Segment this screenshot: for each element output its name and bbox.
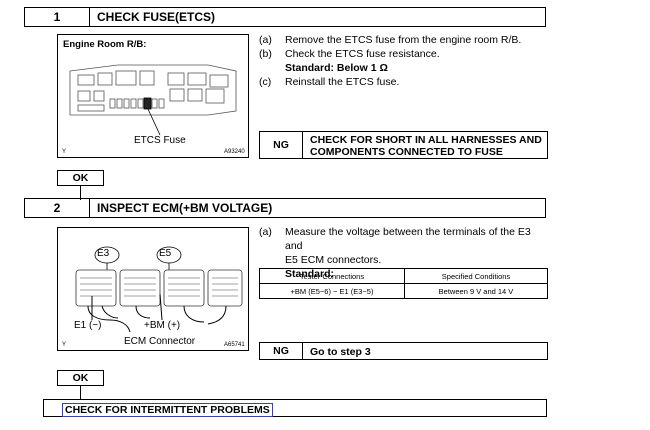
bm-terminal-label: +BM (+) — [144, 320, 181, 331]
ng-action: Go to step 3 — [310, 346, 371, 358]
connector-e3-label: E3 — [97, 248, 110, 259]
instruction-a-cont: E5 ECM connectors. — [285, 254, 382, 266]
step-1-ng-result[interactable]: NG CHECK FOR SHORT IN ALL HARNESSES AND … — [259, 131, 548, 159]
table-row: +BM (E5−6) − E1 (E3−5) Between 9 V and 1… — [259, 283, 548, 299]
step-2-number: 2 — [25, 199, 90, 217]
instruction-b: (b) Check the ETCS fuse resistance. — [259, 48, 440, 60]
flow-connector-1 — [80, 186, 81, 200]
instruction-a: (a) Remove the ETCS fuse from the engine… — [259, 34, 522, 46]
step-2-header: 2 INSPECT ECM(+BM VOLTAGE) — [24, 198, 546, 218]
connector-e5-label: E5 — [159, 248, 172, 259]
column-header: Tester Connections — [259, 268, 405, 284]
ecm-connector-diagram — [75, 246, 243, 333]
figure-y-mark: Y — [62, 342, 67, 348]
final-step-box[interactable]: CHECK FOR INTERMITTENT PROBLEMS — [43, 399, 547, 417]
figure-y-mark: Y — [62, 149, 67, 155]
step-1-title: CHECK FUSE(ETCS) — [97, 10, 216, 24]
figure-code: A93240 — [224, 149, 245, 155]
step-2-title: INSPECT ECM(+BM VOLTAGE) — [97, 201, 273, 215]
e1-terminal-label: E1 (−) — [74, 320, 102, 331]
standard-value: Standard: Below 1 Ω — [285, 62, 388, 74]
etcs-fuse-label: ETCS Fuse — [134, 135, 186, 146]
step-2-instructions: (a) Measure the voltage between the term… — [259, 225, 551, 281]
fuse-box-figure: Engine Room R/B: — [57, 34, 249, 158]
step-1-instructions: (a) Remove the ETCS fuse from the engine… — [259, 33, 549, 89]
column-header: Specified Conditions — [404, 268, 548, 284]
table-header-row: Tester Connections Specified Conditions — [259, 268, 548, 284]
relay-block-diagram — [69, 64, 237, 136]
step-1-number: 1 — [25, 8, 90, 26]
step-2-ok[interactable]: OK — [57, 370, 104, 386]
flow-connector-2 — [80, 386, 81, 399]
table-cell: Between 9 V and 14 V — [404, 283, 548, 299]
table-cell: +BM (E5−6) − E1 (E3−5) — [259, 283, 405, 299]
step-1-header: 1 CHECK FUSE(ETCS) — [24, 7, 546, 27]
etcs-fuse-highlight — [143, 97, 152, 110]
instruction-c: (c) Reinstall the ETCS fuse. — [259, 76, 400, 88]
spec-table: Tester Connections Specified Conditions … — [259, 268, 548, 299]
step-1-ok[interactable]: OK — [57, 170, 104, 186]
ng-action-line-2: COMPONENTS CONNECTED TO FUSE — [310, 146, 503, 158]
ecm-connector-caption: ECM Connector — [124, 336, 196, 347]
ng-tag: NG — [260, 343, 303, 359]
figure-label: Engine Room R/B: — [63, 39, 147, 50]
ecm-connector-figure: E3 E5 E1 (−) +BM (+) ECM Connector Y A65… — [57, 227, 249, 351]
ng-action-line-1: CHECK FOR SHORT IN ALL HARNESSES AND — [310, 134, 542, 146]
final-step-link[interactable]: CHECK FOR INTERMITTENT PROBLEMS — [62, 403, 273, 417]
ng-tag: NG — [260, 132, 303, 158]
figure-code: A65741 — [224, 342, 245, 348]
instruction-a: (a) Measure the voltage between the term… — [259, 226, 531, 252]
step-2-ng-result[interactable]: NG Go to step 3 — [259, 342, 548, 360]
